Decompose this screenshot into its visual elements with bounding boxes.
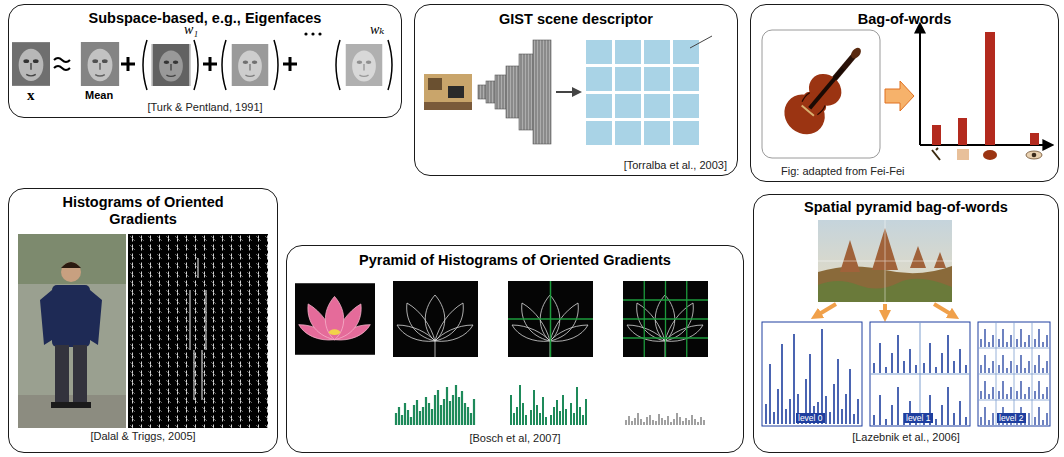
panel-box: Bag-of-wordsFig: adapted from Fei-Fei [750,4,1059,182]
weight-label: w₁ [184,22,198,38]
panel-box: GIST scene descriptor [Torralba et al., 2… [414,4,738,176]
level-label: level 0 [796,413,825,423]
bag-of-words-illustration [762,24,1052,160]
panel-title: Spatial pyramid bag-of-words [760,199,1052,216]
image-label: Mean [85,89,113,102]
panel-box: Histograms of Oriented Gradients [Dalal &… [8,188,278,453]
citation: [Turk & Pentland, 1991] [15,101,395,114]
citation: [Bosch et al, 2007] [293,432,737,445]
panel-box: Pyramid of Histograms of Oriented Gradie… [286,245,744,453]
phog-illustration [295,281,708,425]
citation: Fig: adapted from Fei-Fei [781,165,905,178]
panel-box: Subspace-based, e.g., Eigenfaces [Turk & … [8,4,402,118]
panel-title: Bag-of-words [757,11,1052,28]
level-label: level 1 [904,413,933,423]
panel-title: Histograms of Oriented Gradients [55,194,231,228]
panel-title: Pyramid of Histograms of Oriented Gradie… [293,252,737,269]
panel-title: GIST scene descriptor [421,11,731,28]
hog-illustration [18,234,268,428]
panel-title: Subspace-based, e.g., Eigenfaces [15,10,395,27]
citation: [Lazebnik et al., 2006] [760,431,1052,444]
citation: [Dalal & Triggs, 2005] [15,430,271,443]
level-label: level 2 [997,413,1026,423]
citation: [Torralba et al., 2003] [624,159,727,172]
gist-illustration [424,36,712,148]
eigenface-equation [12,32,392,90]
weight-label: wₖ [370,22,384,38]
spatial-pyramid-illustration [762,220,1050,426]
variable-label: x [27,87,35,103]
